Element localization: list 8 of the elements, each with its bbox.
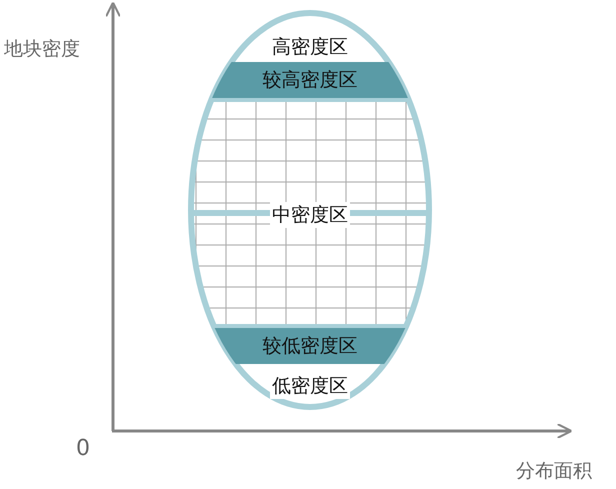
ellipse-diagram — [188, 10, 432, 410]
zone-label: 较低密度区 — [262, 334, 358, 359]
axis-label: 地块密度 — [4, 37, 80, 62]
zone-label: 低密度区 — [270, 373, 350, 399]
zone-label: 较高密度区 — [262, 68, 358, 93]
axis-label: 0 — [76, 436, 90, 461]
zone-label: 中密度区 — [270, 202, 350, 228]
axis-label: 分布面积 — [516, 459, 592, 484]
